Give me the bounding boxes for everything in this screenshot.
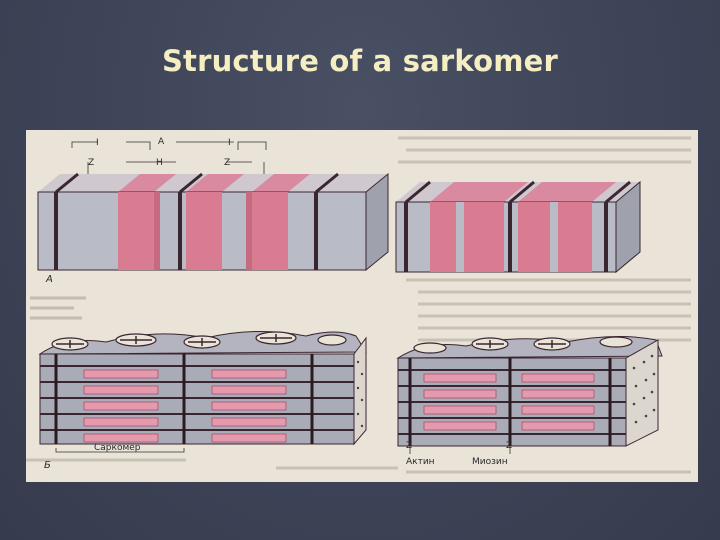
label-h: H bbox=[156, 158, 163, 168]
sarcomere-illustration: I A I Z H Z А bbox=[26, 136, 691, 474]
label-i-left: I bbox=[96, 138, 99, 148]
contracted-sarcomere-block bbox=[395, 180, 641, 274]
contracted-filament-block bbox=[396, 335, 663, 447]
sarcomere-label: Саркомер bbox=[94, 443, 141, 453]
relaxed-sarcomere-block bbox=[37, 172, 389, 272]
myosin-label: Миозин bbox=[472, 457, 508, 467]
label-z-right: Z bbox=[224, 158, 230, 168]
z-bottom-right: Z bbox=[506, 441, 512, 451]
sarcomere-figure: I A I Z H Z А bbox=[26, 130, 698, 482]
side-notes bbox=[30, 296, 86, 320]
panel-b-label: Б bbox=[44, 460, 51, 471]
panel-a-label: А bbox=[45, 274, 53, 285]
label-a: A bbox=[158, 137, 165, 147]
actin-label: Актин bbox=[406, 457, 435, 467]
label-z-left: Z bbox=[88, 158, 94, 168]
relaxed-filament-block bbox=[38, 330, 367, 446]
slide-title: Structure of a sarkomer bbox=[161, 44, 559, 78]
label-i-right: I bbox=[228, 138, 231, 148]
z-bottom-left: Z bbox=[406, 441, 412, 451]
band-annotations: I A I Z H Z bbox=[71, 137, 267, 174]
bottom-right-annotations: Z Z Актин Миозин bbox=[406, 441, 512, 467]
